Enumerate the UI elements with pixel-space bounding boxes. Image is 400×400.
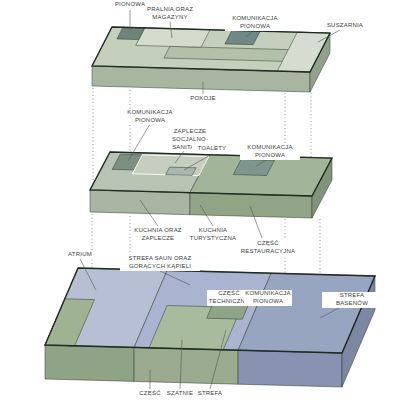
zone-label: SZATNIE: [164, 390, 196, 398]
zone-label: KOMUNIKACJA PIONOWA: [120, 109, 180, 125]
zone-label: KOMUNIKACJA PIONOWA: [244, 290, 292, 306]
zone-label: PRALNIA ORAZ MAGAZYNY: [140, 6, 200, 22]
zone-label: STREFA: [195, 390, 225, 398]
zone-label: STREFA SAUN ORAZ GORĄCYCH KĄPIELI: [120, 255, 200, 271]
ground-floor-slab: [45, 268, 375, 387]
zone-label: CZĘŚĆ RESTAURACYJNA: [238, 240, 298, 256]
zone-label: TOALETY: [192, 145, 232, 153]
zone-label: KOMUNIKACJA PIONOWA: [225, 15, 285, 31]
zone-label: KOMUNIKACJA PIONOWA: [240, 144, 300, 160]
zone-label: SUSZARNIA: [320, 22, 370, 30]
zone-label: KUCHNIA ORAZ ZAPLECZE: [133, 227, 183, 243]
leader-lines: [80, 10, 352, 389]
zone-label: ATRIUM: [60, 251, 100, 259]
zone-label: POKOJE: [183, 95, 223, 103]
zone-label: KUCHNIA TURYSTYCZNA: [188, 227, 238, 243]
zone-label: STREFA BASENÓW: [322, 292, 382, 308]
zone-label: CZĘŚĆ: [135, 390, 165, 398]
first-floor-slab: [90, 152, 332, 218]
second-floor-slab: [92, 27, 330, 92]
